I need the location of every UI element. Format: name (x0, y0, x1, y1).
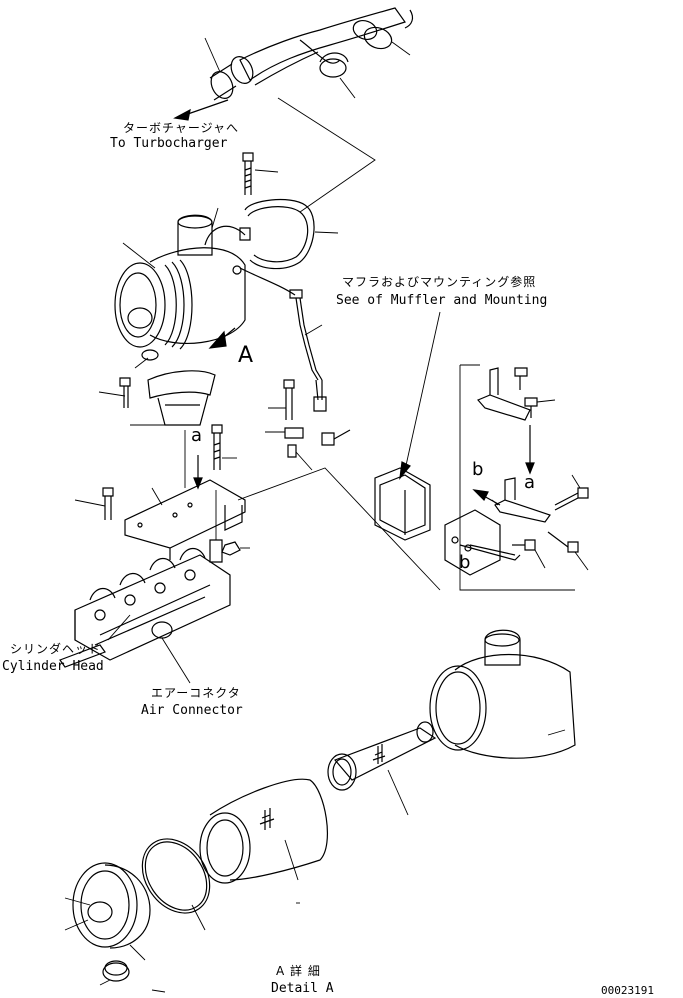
detail-a-housing (430, 630, 575, 758)
bolt-right-3 (555, 488, 588, 510)
bolt-top (243, 153, 253, 195)
detail-a-label-jp: A 詳 細 (276, 964, 321, 978)
bolt-right-4 (512, 540, 535, 550)
bolt-right-5 (548, 532, 578, 552)
mount-bracket-right (445, 478, 550, 575)
bolt-left-2 (103, 488, 113, 520)
ref-letter-b-upper: b (472, 459, 484, 480)
mounting-plate (125, 480, 245, 560)
muffler-label-jp: マフラおよびマウンティング参照 (342, 275, 537, 289)
turbo-arrow (175, 100, 228, 120)
bracket-right-upper (478, 368, 530, 420)
muffler-label-en: See of Muffler and Mounting (336, 293, 548, 308)
cylinder-head (60, 490, 230, 667)
turbo-label-jp: ターボチャージャへ (123, 121, 240, 135)
turbo-label-en: To Turbocharger (110, 136, 228, 151)
sensor-harness (240, 268, 326, 411)
bolt-long-vertical (212, 425, 222, 470)
cylinder-head-label-en: Cylinder Head (2, 659, 104, 674)
leader-lines-cleaner (123, 208, 218, 368)
detail-a-inner-filter (328, 722, 435, 790)
bolt-right-1 (515, 368, 527, 390)
intake-hose-assembly (207, 8, 412, 102)
ref-letter-a-right: a (524, 472, 536, 493)
view-a-letter: A (238, 343, 254, 368)
cylinder-head-label-jp: シリンダヘッド (10, 642, 102, 656)
ref-arrow-a-left (194, 455, 202, 488)
detail-a-outer-filter (200, 779, 327, 883)
clamp-small (265, 428, 303, 438)
drawing-number: 00023191 (601, 984, 654, 997)
air-connector-label-jp: エアーコネクタ (151, 686, 241, 700)
muffler-mount-reference (375, 312, 440, 540)
connector-small (322, 430, 350, 445)
spacer-small (288, 445, 312, 470)
ref-arrow-a-right (526, 425, 534, 473)
bolt-left-1 (120, 378, 130, 408)
detail-a-cover (73, 863, 150, 948)
bracket-upper (148, 371, 215, 425)
leader-lines-detail (65, 898, 165, 992)
detail-a-label-en: Detail A (271, 981, 334, 996)
band-clamp (240, 200, 314, 269)
nut-small (222, 542, 250, 555)
ref-letter-b-lower: b (459, 552, 471, 573)
air-connector-label-en: Air Connector (141, 703, 243, 718)
ref-arrow-b-upper (474, 490, 500, 505)
leader-lines-hoses (205, 38, 410, 212)
ref-letter-a-left: a (191, 425, 203, 446)
ref-arrow-b-lower (470, 545, 515, 555)
detail-a-oring (128, 826, 223, 926)
air-cleaner-body (115, 215, 245, 360)
bolt-right-2 (525, 398, 537, 418)
bolt-mid-1 (284, 380, 294, 420)
detail-a-valve (103, 961, 129, 981)
view-a-arrow (210, 328, 235, 348)
